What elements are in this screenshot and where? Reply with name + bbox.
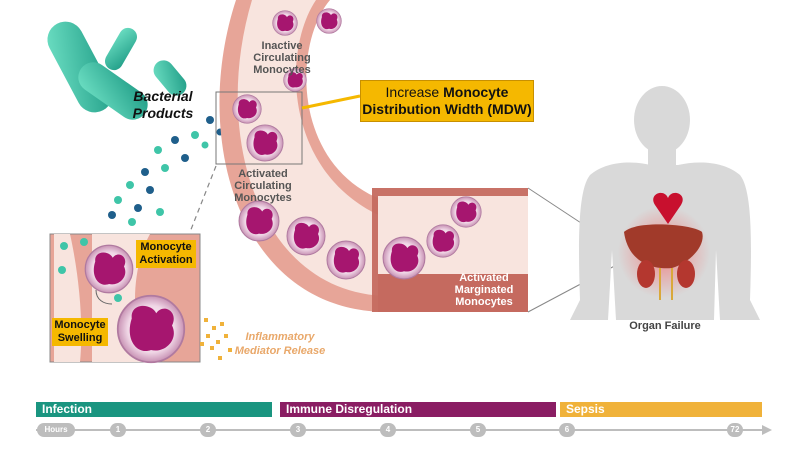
kidney-icon xyxy=(637,260,695,300)
bacteria-icon xyxy=(47,21,187,120)
tick-72: 72 xyxy=(727,423,743,437)
mdw-bold2: Distribution Width (MDW) xyxy=(362,101,532,117)
zoom-box-activated xyxy=(215,91,303,165)
timeline-axis xyxy=(36,425,772,435)
phase-infection: Infection xyxy=(36,402,272,417)
marginated-monocytes-label: Activated Marginated Monocytes xyxy=(454,272,514,308)
tick-6: 6 xyxy=(559,423,575,437)
tick-hours: Hours xyxy=(37,423,75,437)
phase-sepsis: Sepsis xyxy=(560,402,762,417)
tick-1: 1 xyxy=(110,423,126,437)
mediator-dots xyxy=(200,318,232,360)
bacterial-products-label: Bacterial Products xyxy=(132,88,194,121)
monocyte-swelling-label: Monocyte Swelling xyxy=(52,318,108,346)
inactive-monocytes-label: Inactive Circulating Monocytes xyxy=(253,40,311,76)
tick-5: 5 xyxy=(470,423,486,437)
inflammatory-release-label: Inflammatory Mediator Release xyxy=(234,331,326,357)
callout-connector xyxy=(301,94,361,110)
mdw-prefix: Increase xyxy=(385,84,444,100)
liver-icon xyxy=(624,224,703,269)
tick-3: 3 xyxy=(290,423,306,437)
zoom-leader xyxy=(189,165,217,233)
monocyte-activation-label: Monocyte Activation xyxy=(136,240,196,268)
heart-icon xyxy=(653,192,683,224)
organ-failure-label: Organ Failure xyxy=(629,320,701,332)
tick-2: 2 xyxy=(200,423,216,437)
tick-4: 4 xyxy=(380,423,396,437)
activated-monocytes-label: Activated Circulating Monocytes xyxy=(234,168,292,204)
bacterial-product-dots xyxy=(108,116,224,226)
mdw-bold1: Monocyte xyxy=(443,84,509,100)
phase-immune-disregulation: Immune Disregulation xyxy=(280,402,556,417)
